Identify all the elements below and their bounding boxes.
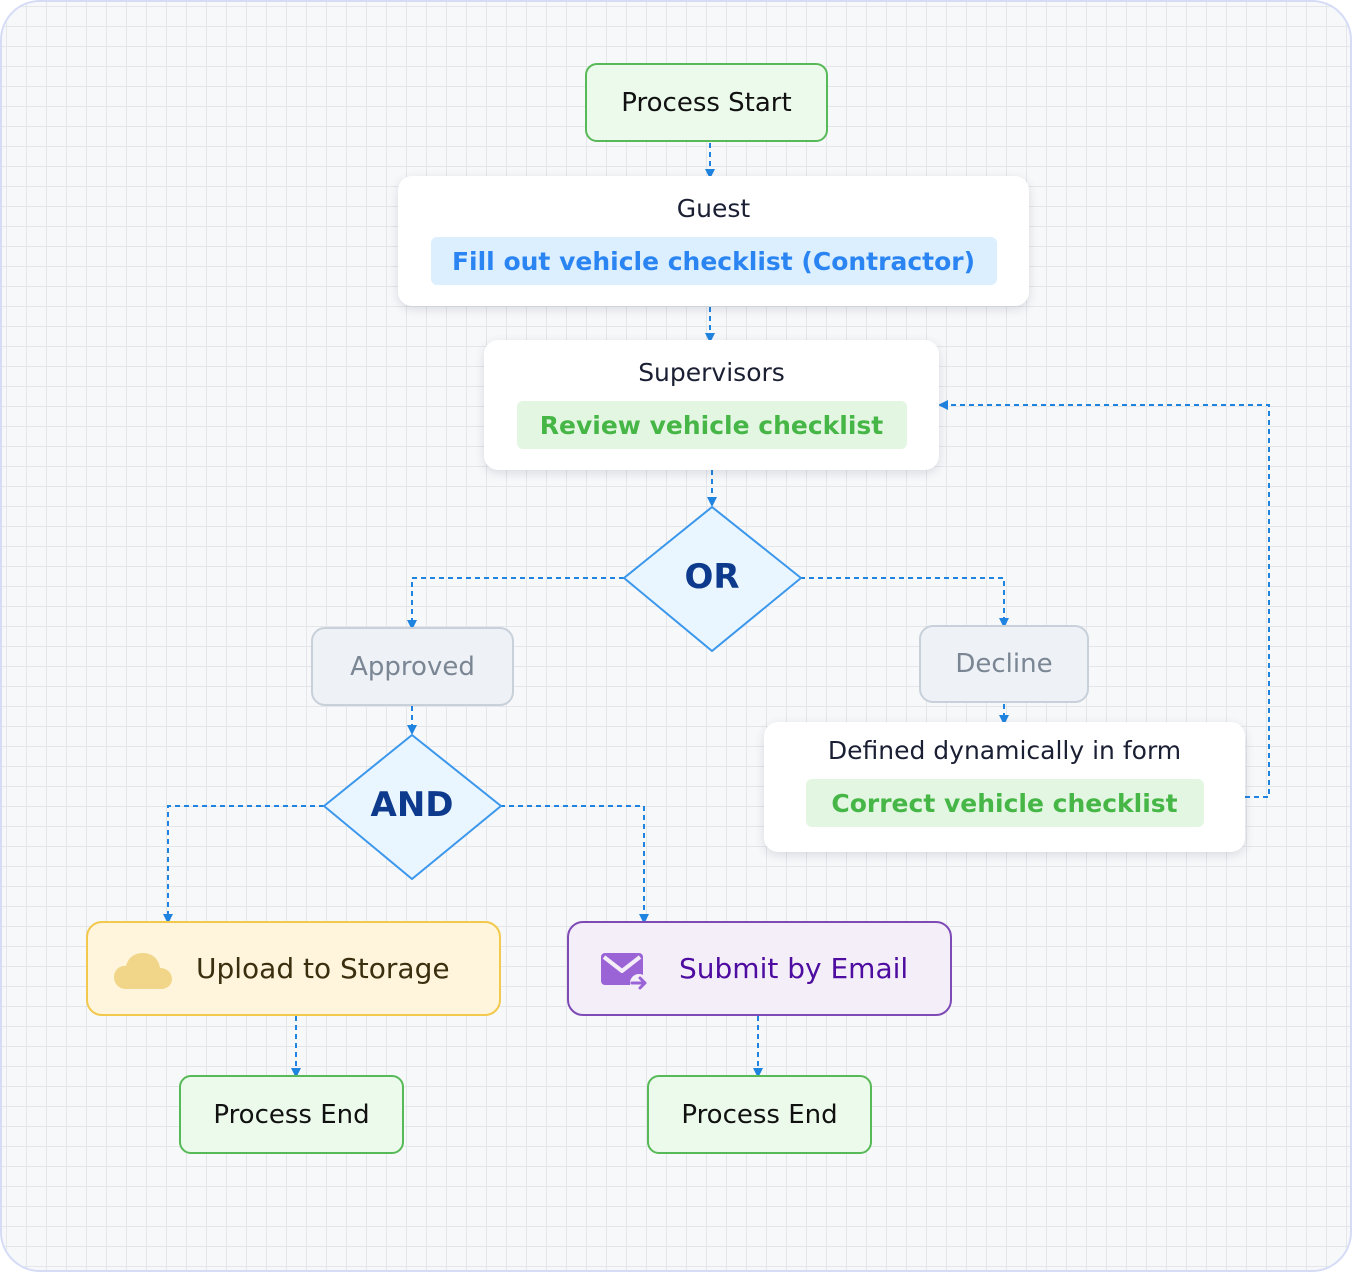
correction-step-card[interactable]: Defined dynamically in form Correct vehi… (764, 722, 1245, 852)
edge-or-to-decline (800, 577, 1009, 628)
process-end-left-label: Process End (213, 1099, 370, 1130)
guest-role-label: Guest (676, 194, 751, 223)
or-gateway-label: OR (684, 557, 740, 597)
submit-by-email-node[interactable]: Submit by Email (567, 921, 952, 1016)
approved-label: Approved (350, 651, 475, 682)
correction-task-label: Correct vehicle checklist (805, 779, 1204, 827)
mail-forward-icon (601, 951, 651, 1000)
and-gateway-diamond[interactable] (323, 734, 502, 880)
guest-step-card[interactable]: Guest Fill out vehicle checklist (Contra… (398, 176, 1029, 306)
process-end-right-node[interactable]: Process End (647, 1075, 872, 1154)
edge-or-to-approved (407, 577, 624, 630)
correction-role-label: Defined dynamically in form (827, 736, 1182, 765)
process-start-node[interactable]: Process Start (585, 63, 828, 142)
edge-and-to-upload (163, 805, 324, 924)
supervisors-role-label: Supervisors (638, 358, 785, 387)
supervisors-step-card[interactable]: Supervisors Review vehicle checklist (484, 340, 939, 470)
process-start-label: Process Start (621, 87, 792, 118)
approved-branch-node[interactable]: Approved (311, 627, 514, 706)
guest-task-label: Fill out vehicle checklist (Contractor) (430, 237, 997, 285)
edge-and-to-email (500, 805, 649, 924)
or-gateway-diamond[interactable] (623, 506, 802, 652)
email-label: Submit by Email (679, 952, 909, 985)
decline-label: Decline (955, 649, 1053, 679)
decline-branch-node[interactable]: Decline (919, 625, 1089, 703)
upload-label: Upload to Storage (196, 952, 450, 985)
cloud-icon (114, 951, 172, 998)
edge-correction-loop-to-supervisors (938, 400, 1270, 798)
upload-to-storage-node[interactable]: Upload to Storage (86, 921, 501, 1016)
supervisors-task-label: Review vehicle checklist (516, 401, 907, 449)
and-gateway-label: AND (370, 785, 454, 825)
process-end-right-label: Process End (681, 1099, 838, 1130)
process-end-left-node[interactable]: Process End (179, 1075, 404, 1154)
